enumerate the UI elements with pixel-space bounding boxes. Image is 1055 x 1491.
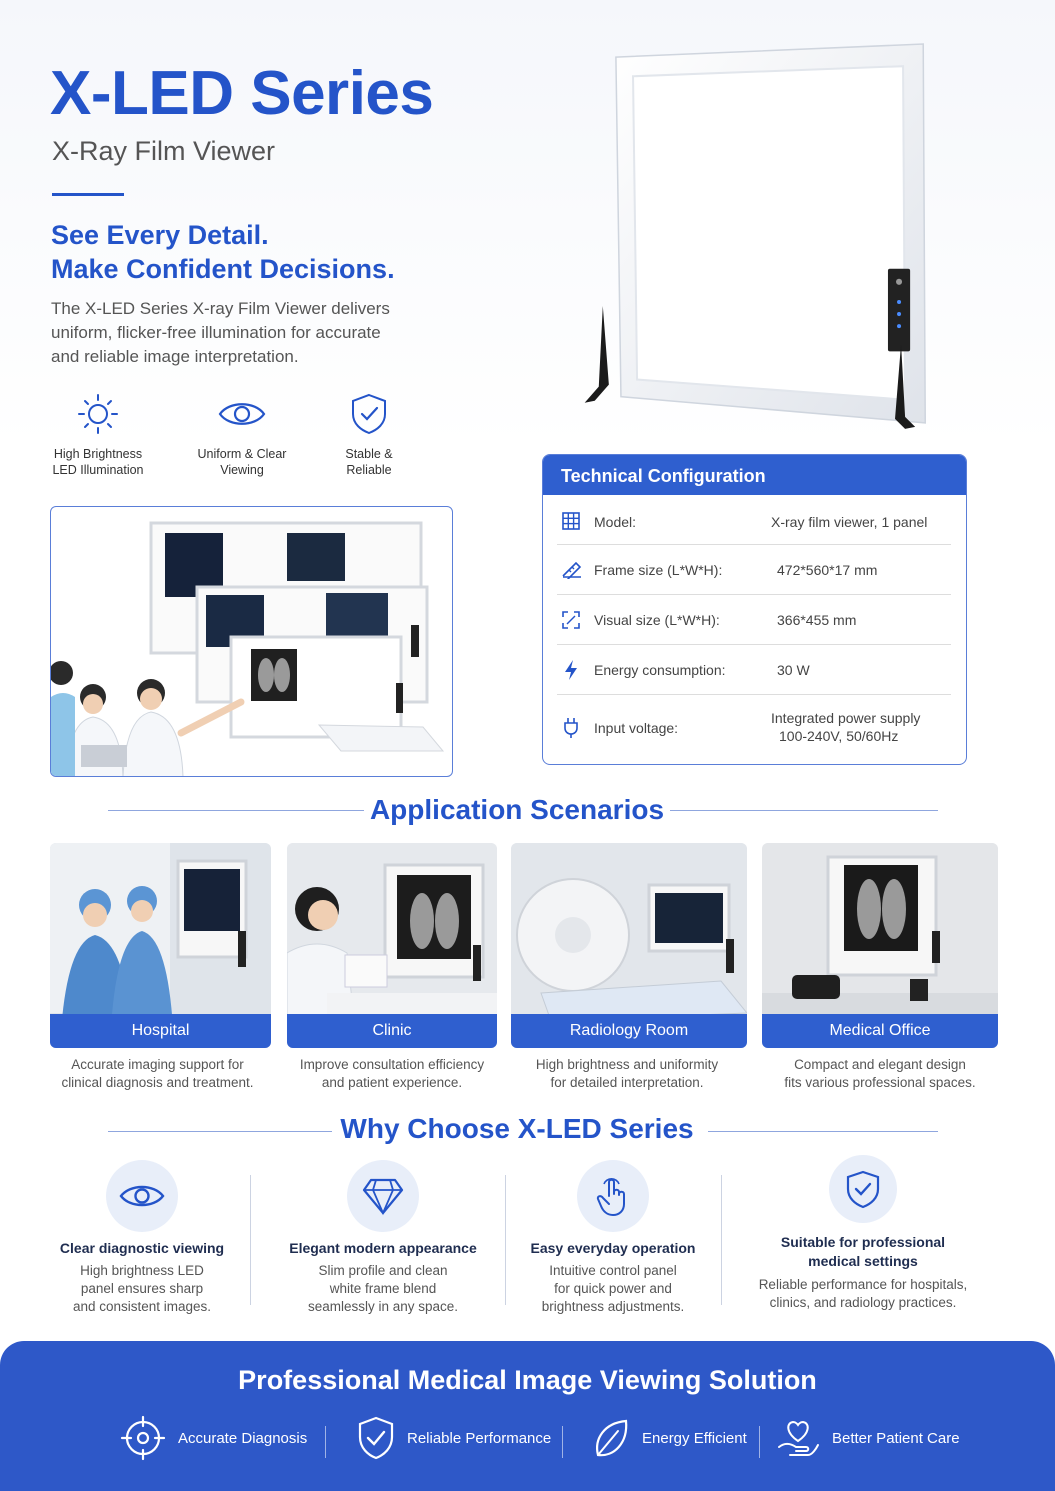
footer-title: Professional Medical Image Viewing Solut…: [238, 1365, 817, 1395]
why-separator-2: [505, 1175, 506, 1305]
ruler-icon: [562, 561, 582, 579]
scenario-desc-clinic: Improve consultation efficiency and pati…: [299, 1057, 485, 1090]
scenarios-line-right: [670, 810, 938, 811]
footer-item-diagnosis: Accurate Diagnosis: [120, 1413, 307, 1463]
scenario-title-office: Medical Office: [762, 1014, 998, 1048]
page-subtitle: X-Ray Film Viewer: [52, 136, 276, 166]
scenario-title-hospital: Hospital: [50, 1014, 271, 1048]
target-icon: [120, 1415, 166, 1461]
footer-item-performance: Reliable Performance: [357, 1413, 551, 1463]
why-item-operation: Easy everyday operation Intuitive contro…: [518, 1160, 708, 1316]
feature-reliable: Stable & Reliable: [309, 392, 429, 478]
intro-text: The X-LED Series X-ray Film Viewer deliv…: [51, 299, 390, 366]
plug-icon: [564, 718, 578, 738]
eye-icon: [218, 403, 266, 425]
heart-hand-icon: [778, 1420, 819, 1456]
lightning-icon: [565, 660, 577, 680]
scenario-desc-office: Compact and elegant design fits various …: [784, 1057, 976, 1090]
footer-banner: Professional Medical Image Viewing Solut…: [0, 1341, 1055, 1491]
why-item-viewing: Clear diagnostic viewing High brightness…: [52, 1160, 232, 1316]
footer-separator-3: [759, 1426, 760, 1458]
feature-uniform: Uniform & Clear Viewing: [182, 392, 302, 478]
footer-item-energy: Energy Efficient: [592, 1413, 747, 1463]
touch-icon: [596, 1178, 625, 1216]
title-divider: [52, 193, 124, 196]
scenario-desc-radiology: High brightness and uniformity for detai…: [535, 1057, 719, 1090]
leaf-icon: [596, 1419, 628, 1457]
footer-separator-2: [562, 1426, 563, 1458]
footer-separator-1: [325, 1426, 326, 1458]
why-separator-1: [250, 1175, 251, 1305]
shield-check-icon: [846, 1170, 880, 1209]
sun-icon: [78, 394, 118, 434]
scenario-card-clinic: Clinic: [287, 843, 497, 1048]
tech-row-visual-size: Visual size (L*W*H): 366*455 mm: [557, 595, 951, 645]
tagline-line-2: Make Confident Decisions.: [51, 254, 395, 284]
tech-row-frame-size: Frame size (L*W*H): 472*560*17 mm: [557, 545, 951, 595]
eye-icon: [119, 1185, 165, 1207]
medical-office-image: [762, 843, 998, 1048]
page-title: X-LED Series: [50, 59, 434, 128]
scenario-title-clinic: Clinic: [287, 1014, 497, 1048]
technical-configuration-panel: Technical Configuration Model: X-ray fil…: [542, 454, 967, 765]
scenarios-line-left: [108, 810, 364, 811]
scenarios-heading: Application Scenarios: [369, 794, 665, 825]
radiology-room-image: [511, 843, 747, 1048]
why-item-appearance: Elegant modern appearance Slim profile a…: [283, 1160, 483, 1316]
scenario-card-office: Medical Office: [762, 843, 998, 1048]
shield-check-icon: [352, 393, 386, 435]
viewers-with-doctors-illustration: [51, 521, 445, 776]
diamond-icon: [362, 1178, 404, 1216]
feature-brightness: High Brightness LED Illumination: [38, 392, 158, 478]
why-line-right: [708, 1131, 938, 1132]
tech-row-energy: Energy consumption: 30 W: [557, 645, 951, 695]
scenario-card-radiology: Radiology Room: [511, 843, 747, 1048]
shield-check-icon: [358, 1416, 394, 1460]
tech-row-voltage: Input voltage: Integrated power supply 1…: [557, 695, 951, 761]
why-heading: Why Choose X-LED Series: [340, 1113, 694, 1144]
product-lineup-image: [50, 506, 453, 777]
grid-icon: [562, 512, 580, 530]
why-separator-3: [721, 1175, 722, 1305]
scenario-desc-hospital: Accurate imaging support for clinical di…: [61, 1057, 254, 1090]
product-viewer-image: [584, 43, 926, 429]
tagline: See Every Detail. Make Confident Decisio…: [51, 218, 395, 286]
why-item-settings: Suitable for professional medical settin…: [748, 1155, 978, 1312]
footer-item-care: Better Patient Care: [776, 1413, 960, 1463]
scenario-title-radiology: Radiology Room: [511, 1014, 747, 1048]
tech-row-model: Model: X-ray film viewer, 1 panel: [557, 501, 951, 545]
tech-heading: Technical Configuration: [543, 455, 966, 495]
tagline-line-1: See Every Detail.: [51, 220, 269, 250]
why-line-left: [108, 1131, 332, 1132]
scenario-card-hospital: Hospital: [50, 843, 271, 1048]
expand-icon: [562, 611, 580, 629]
